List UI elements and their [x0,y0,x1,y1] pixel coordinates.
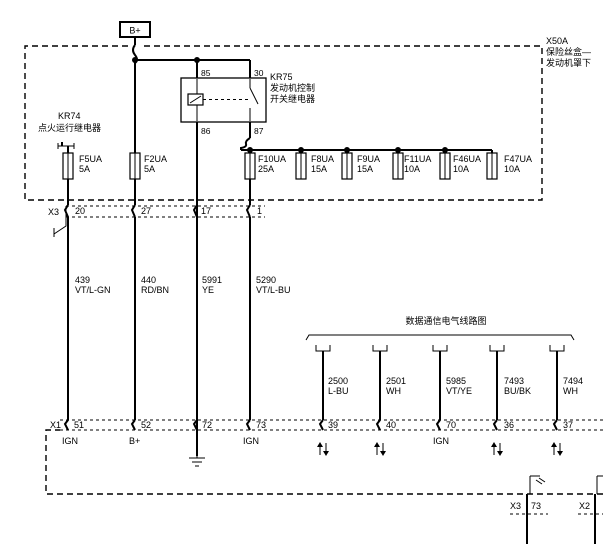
connector-x3-bottom-label: X3 [510,501,521,511]
power-source-label: B+ [129,26,140,36]
data-bus-title: 数据通信电气线路图 [405,315,486,326]
connector-pin: 36 [504,420,514,430]
ground-icon [189,430,205,467]
fuse-f8ua: F8UA 15A [295,152,334,180]
wire-circuit: 439 [75,275,90,285]
connector-x1-label: X1 [50,420,61,430]
fuse-rating: 15A [357,164,373,174]
fuse-id: F10UA [258,154,286,164]
connector-x3-bottom: X3 73 [510,475,548,544]
bus-wire-color: BU/BK [504,386,531,396]
relay-pin-87: 87 [254,126,264,136]
bidirectional-arrow-icon [551,442,563,456]
fuse-f5ua: F5UA 5A [62,152,102,205]
connector-pin: 52 [141,420,151,430]
connector-x2-bottom: X2 [578,475,603,544]
connector-x3-top: X3 20 27 17 1 [48,204,265,237]
signal-label: IGN [433,436,449,446]
fuse-f2ua: F2UA 5A [129,152,167,205]
connector-pin: 17 [201,206,211,216]
fuse-f46ua: F46UA 10A [439,152,481,180]
wire-circuit: 440 [141,275,156,285]
relay-kr74-id: KR74 [58,111,81,121]
fuse-box-id: X50A [546,36,568,46]
connector-x2-bottom-label: X2 [579,501,590,511]
bus-wire-circuit: 2501 [386,376,406,386]
bus-wire-color: WH [563,386,578,396]
bus-wire-circuit: 7493 [504,376,524,386]
relay-kr74-name: 点火运行继电器 [38,122,101,133]
relay-pin-85: 85 [201,68,211,78]
connector-pin: 27 [141,206,151,216]
relay-kr75-name-line2: 开关继电器 [270,93,315,104]
relay-pin-86: 86 [201,126,211,136]
fuse-rating: 25A [258,164,274,174]
connector-pin: 73 [256,420,266,430]
signal-label: IGN [243,436,259,446]
fuse-id: F11UA [404,154,431,164]
bus-wire-circuit: 7494 [563,376,583,386]
connector-pin: 40 [386,420,396,430]
fuse-f10ua: F10UA 25A [244,152,286,205]
relay-kr75-name-line1: 发动机控制 [270,82,315,93]
fuse-rating: 5A [144,164,155,174]
fuse-f9ua: F9UA 15A [341,152,380,180]
signal-label: B+ [129,436,140,446]
module-boundary [45,419,603,495]
fuse-rating: 10A [404,164,420,174]
wire-color: RD/BN [141,285,169,295]
fuse-rating: 10A [453,164,469,174]
fuse-f11ua: F11UA 10A [392,152,431,180]
connector-pin: 72 [202,420,212,430]
relay-kr75-id: KR75 [270,72,293,82]
connector-pin: 1 [257,206,262,216]
wire-circuit: 5290 [256,275,276,285]
fuse-id: F8UA [311,154,334,164]
bus-wire-circuit: 5985 [446,376,466,386]
power-source-b-plus: B+ [119,21,151,45]
bus-wire-circuit: 2500 [328,376,348,386]
fuse-f47ua: F47UA 10A [486,152,532,180]
signal-label: IGN [62,436,78,446]
relay-switch-icon [249,87,259,105]
relay-kr74 [57,142,75,153]
bus-wire-color: VT/YE [446,386,472,396]
fuse-id: F46UA [453,154,481,164]
connector-pin: 20 [75,206,85,216]
fuse-box-boundary [24,45,543,201]
connector-x3-bottom-pin: 73 [531,501,541,511]
fuse-id: F9UA [357,154,380,164]
fuse-box-name-line1: 保险丝盒— [546,46,591,57]
bidirectional-arrow-icon [317,442,329,456]
bus-wire-color: WH [386,386,401,396]
wire-color: YE [202,285,214,295]
wire-color: VT/L-GN [75,285,111,295]
connector-x3-label: X3 [48,207,59,217]
wire-circuit: 5991 [202,275,222,285]
fuse-rating: 5A [79,164,90,174]
relay-87-break [240,137,251,150]
fuse-id: F47UA [504,154,532,164]
wire-color: VT/L-BU [256,285,291,295]
fuse-id: F2UA [144,154,167,164]
connector-pin: 39 [328,420,338,430]
fuse-box-name-line2: 发动机罩下 [546,57,591,68]
bidirectional-arrow-icon [491,442,503,456]
connector-pin: 51 [74,420,84,430]
bidirectional-arrow-icon [374,442,386,456]
relay-pin-30: 30 [254,68,264,78]
fuse-rating: 10A [504,164,520,174]
connector-pin: 70 [446,420,456,430]
fuse-rating: 15A [311,164,327,174]
connector-pin: 37 [563,420,573,430]
data-bus-bracket: 数据通信电气线路图 [305,315,575,352]
relay-kr75 [180,77,267,123]
fuse-id: F5UA [79,154,102,164]
bus-wire-color: L-BU [328,386,349,396]
